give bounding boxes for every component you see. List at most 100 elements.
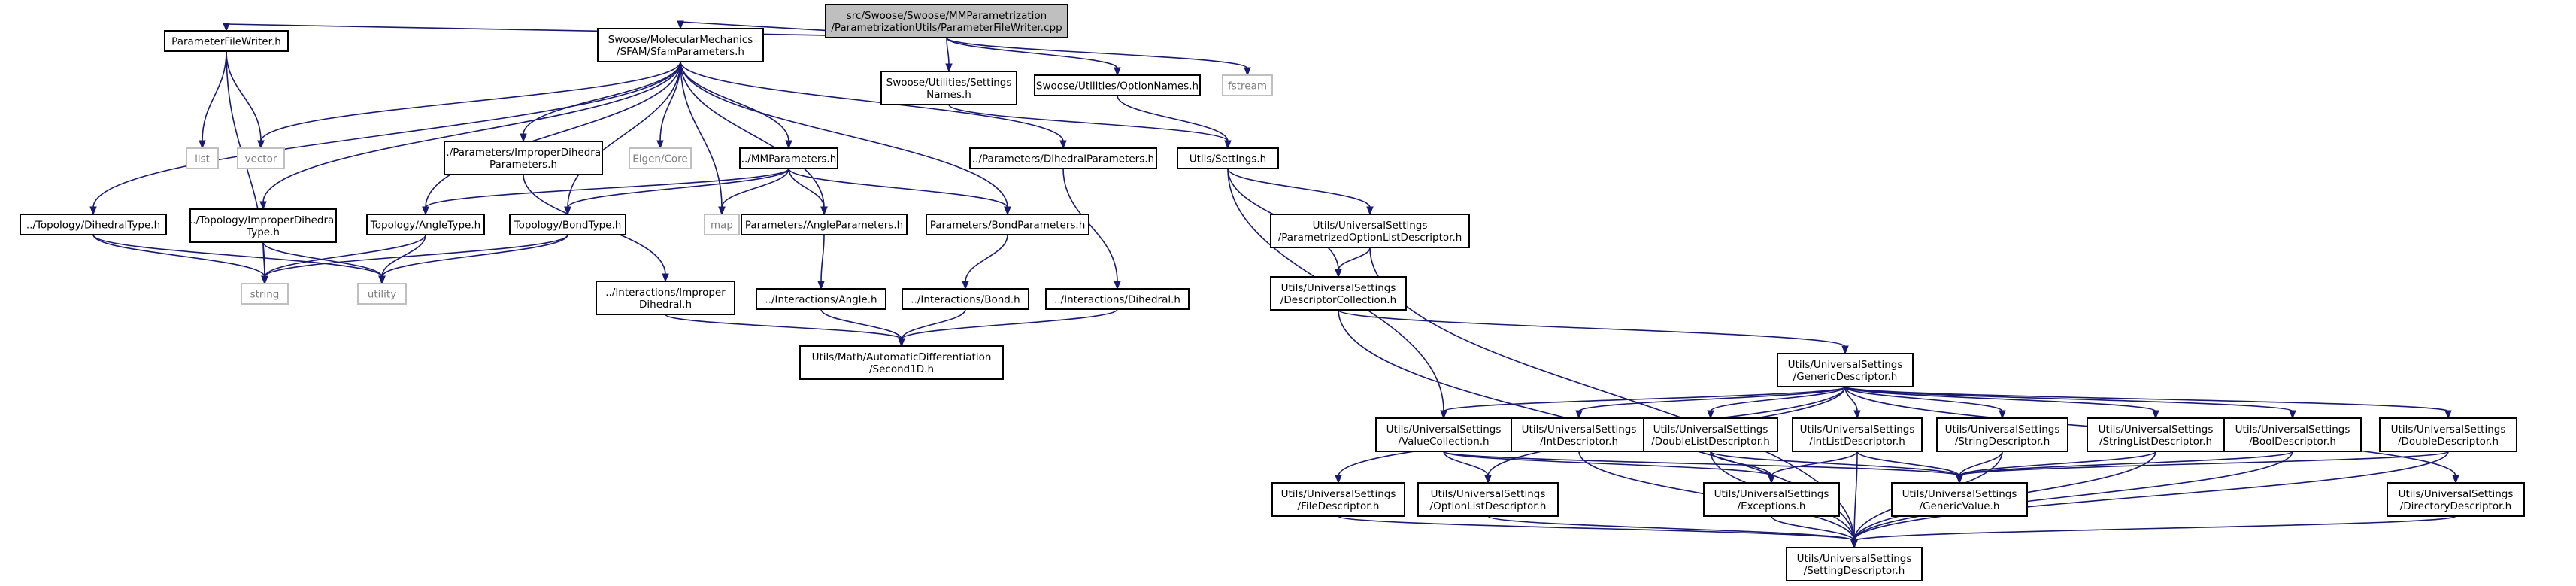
- node-angleparams[interactable]: Parameters/AngleParameters.h: [741, 214, 908, 235]
- node-label-line: /DoubleListDescriptor.h: [1651, 436, 1770, 448]
- edge-doubledesc-to-genericvalue: [1956, 451, 2449, 484]
- node-stringlistdesc[interactable]: Utils/UniversalSettings/StringListDescri…: [2087, 417, 2225, 452]
- edge-interdihedral-to-autodiff: [898, 308, 1118, 348]
- edge-optionnames-to-settings: [1117, 95, 1232, 150]
- node-label-line: Utils/UniversalSettings: [1902, 488, 2017, 500]
- node-label-line: /DirectoryDescriptor.h: [2400, 500, 2512, 512]
- node-interangle[interactable]: ../Interactions/Angle.h: [756, 288, 886, 310]
- edge-genericdesc-to-valuecoll: [1440, 386, 1846, 420]
- node-optlistdesc[interactable]: Utils/UniversalSettings/OptionListDescri…: [1417, 482, 1559, 517]
- edge-root-to-fstream: [946, 37, 1251, 77]
- node-pfw[interactable]: ParameterFileWriter.h: [164, 30, 289, 52]
- node-root[interactable]: src/Swoose/Swoose/MMParametrization/Para…: [825, 4, 1068, 38]
- edge-genericdesc-to-stringlistdesc: [1844, 386, 2159, 420]
- node-doubledesc[interactable]: Utils/UniversalSettings/DoubleDescriptor…: [2379, 417, 2517, 452]
- node-bondtype[interactable]: Topology/BondType.h: [509, 214, 626, 235]
- node-intdesc[interactable]: Utils/UniversalSettings/IntDescriptor.h: [1511, 417, 1647, 452]
- node-filedesc[interactable]: Utils/UniversalSettings/FileDescriptor.h: [1271, 482, 1405, 517]
- node-label-line: Utils/UniversalSettings: [2391, 424, 2506, 436]
- edge-settingsnames-to-settings: [948, 104, 1232, 150]
- node-improperparams[interactable]: ../Parameters/ImproperDihedralParameters…: [443, 141, 604, 175]
- edge-mmparams-to-angleparams: [788, 168, 828, 216]
- node-optionnames[interactable]: Swoose/Utilities/OptionNames.h: [1034, 74, 1201, 96]
- node-label-line: /FileDescriptor.h: [1298, 500, 1380, 512]
- node-intlistdesc[interactable]: Utils/UniversalSettings/IntListDescripto…: [1792, 417, 1923, 452]
- node-settingdesc[interactable]: Utils/UniversalSettings/SettingDescripto…: [1786, 547, 1923, 581]
- node-label-line: ../Interactions/Angle.h: [765, 294, 877, 306]
- node-label-line: Utils/UniversalSettings: [1522, 424, 1637, 436]
- edge-sfam-to-improperdihedraltype: [259, 61, 681, 211]
- node-label-line: Parameters/BondParameters.h: [930, 220, 1086, 232]
- edge-mmparams-to-bondtype: [564, 168, 789, 216]
- node-label-line: /SFAM/SfamParameters.h: [617, 46, 744, 58]
- edge-interbond-to-autodiff: [898, 308, 966, 348]
- node-label-line: /StringListDescriptor.h: [2099, 436, 2212, 448]
- edge-sfam-to-dihedralparams: [680, 61, 1067, 150]
- node-interbond[interactable]: ../Interactions/Bond.h: [902, 288, 1029, 310]
- node-label-line: ../Topology/ImproperDihedral: [189, 214, 337, 226]
- node-label-line: Utils/UniversalSettings: [2235, 424, 2350, 436]
- node-valuecoll[interactable]: Utils/UniversalSettings/ValueCollection.…: [1375, 417, 1512, 452]
- node-angletype[interactable]: Topology/AngleType.h: [366, 214, 485, 235]
- node-booldesc[interactable]: Utils/UniversalSettings/BoolDescriptor.h: [2223, 417, 2362, 452]
- edge-genericdesc-to-stringdesc: [1844, 386, 2006, 420]
- node-label-line: utility: [368, 289, 396, 301]
- node-mmparams[interactable]: ../MMParameters.h: [739, 147, 838, 169]
- node-doublelistdesc[interactable]: Utils/UniversalSettings/DoubleListDescri…: [1643, 417, 1778, 452]
- node-sfam[interactable]: Swoose/MolecularMechanics/SFAM/SfamParam…: [597, 28, 764, 62]
- edge-angletype-to-utility: [378, 234, 426, 285]
- node-label-line: /DescriptorCollection.h: [1280, 294, 1396, 306]
- edge-bondparams-to-interbond: [962, 234, 1008, 290]
- edge-genericdesc-to-doubledesc: [1844, 386, 2452, 420]
- node-vector: vector: [237, 147, 285, 169]
- node-label-line: vector: [245, 153, 277, 165]
- node-label-line: ../Parameters/DihedralParameters.h: [972, 153, 1154, 165]
- node-interdihedral[interactable]: ../Interactions/Dihedral.h: [1045, 288, 1190, 310]
- node-stringdesc[interactable]: Utils/UniversalSettings/StringDescriptor…: [1936, 417, 2068, 452]
- node-label-line: /StringDescriptor.h: [1955, 436, 2050, 448]
- edge-stringdesc-to-genericvalue: [1956, 451, 2003, 484]
- node-directorydesc[interactable]: Utils/UniversalSettings/DirectoryDescrip…: [2387, 482, 2525, 517]
- node-label-line: Utils/UniversalSettings: [2099, 424, 2214, 436]
- edge-intlistdesc-to-genericvalue: [1856, 451, 1963, 484]
- node-label-line: Utils/UniversalSettings: [1797, 553, 1912, 565]
- node-genericdesc[interactable]: Utils/UniversalSettings/GenericDescripto…: [1777, 353, 1914, 387]
- edge-settings-to-paramoptlist: [1227, 168, 1374, 216]
- node-label-line: /Exceptions.h: [1738, 500, 1806, 512]
- edge-intlistdesc-to-exceptions: [1768, 451, 1858, 484]
- node-label-line: Eigen/Core: [632, 153, 688, 165]
- node-list: list: [186, 147, 219, 169]
- node-settings[interactable]: Utils/Settings.h: [1177, 147, 1279, 169]
- node-fstream: fstream: [1222, 74, 1273, 96]
- node-label-line: /Second1D.h: [869, 363, 934, 375]
- node-label-line: Topology/BondType.h: [514, 220, 622, 232]
- node-paramoptlist[interactable]: Utils/UniversalSettings/ParametrizedOpti…: [1270, 214, 1470, 248]
- node-label-line: Parameters/AngleParameters.h: [745, 220, 903, 232]
- edge-filedesc-to-settingdesc: [1338, 515, 1858, 549]
- node-genericvalue[interactable]: Utils/UniversalSettings/GenericValue.h: [1891, 482, 2028, 517]
- node-label-line: /IntDescriptor.h: [1540, 436, 1618, 448]
- node-bondparams[interactable]: Parameters/BondParameters.h: [926, 214, 1089, 235]
- node-label-line: Utils/UniversalSettings: [1281, 282, 1396, 294]
- node-descriptorcoll[interactable]: Utils/UniversalSettings/DescriptorCollec…: [1270, 276, 1407, 311]
- node-autodiff[interactable]: Utils/Math/AutomaticDifferentiation/Seco…: [799, 345, 1004, 380]
- node-label-line: Topology/AngleType.h: [370, 220, 480, 232]
- node-label-line: Utils/UniversalSettings: [1945, 424, 2060, 436]
- edge-genericdesc-to-doublelistdesc: [1707, 386, 1846, 420]
- node-label-line: /ParametrizationUtils/ParameterFileWrite…: [831, 22, 1062, 34]
- node-dihedraltype[interactable]: ../Topology/DihedralType.h: [20, 214, 167, 235]
- node-exceptions[interactable]: Utils/UniversalSettings/Exceptions.h: [1703, 482, 1840, 517]
- node-interimproper[interactable]: ../Interactions/ImproperDihedral.h: [596, 281, 735, 315]
- node-label-line: Swoose/MolecularMechanics: [608, 34, 753, 46]
- edge-interimproper-to-autodiff: [665, 314, 905, 348]
- node-dihedralparams[interactable]: ../Parameters/DihedralParameters.h: [969, 147, 1157, 169]
- node-label-line: /GenericDescriptor.h: [1793, 371, 1898, 383]
- node-label-line: /GenericValue.h: [1920, 500, 2000, 512]
- node-label-line: Swoose/Utilities/OptionNames.h: [1036, 80, 1199, 93]
- edge-mmparams-to-angletype: [422, 168, 789, 216]
- edge-doublelistdesc-to-exceptions: [1710, 451, 1775, 484]
- node-label-line: Utils/UniversalSettings: [1431, 488, 1546, 500]
